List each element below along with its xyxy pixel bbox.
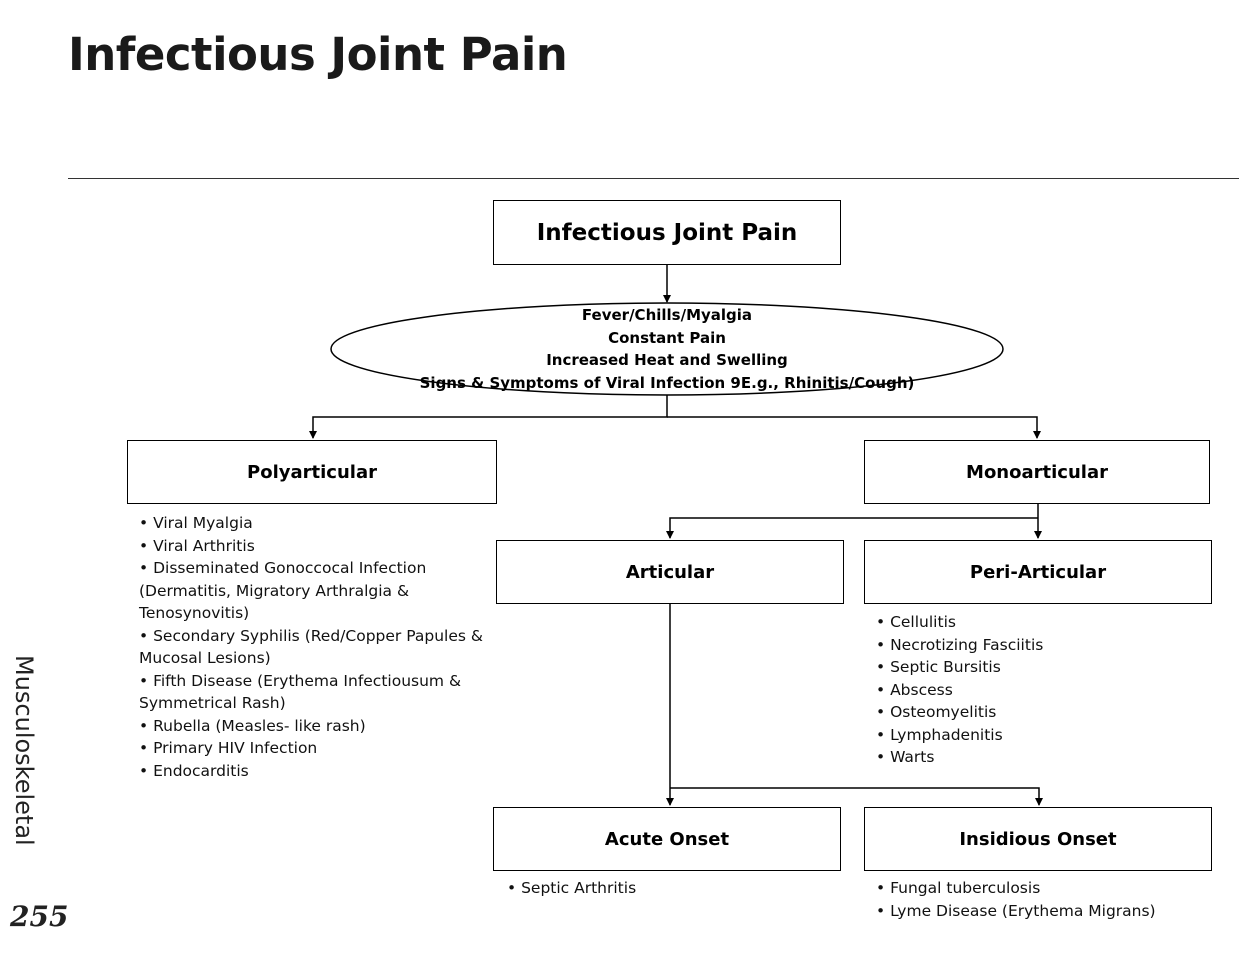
criteria-line: Increased Heat and Swelling xyxy=(546,351,788,369)
list-item: Primary HIV Infection xyxy=(139,737,491,760)
criteria-line: Constant Pain xyxy=(608,328,726,347)
criteria-line: Fever/Chills/Myalgia xyxy=(581,306,753,324)
articular-to-insidious-arrow xyxy=(670,787,1043,806)
articular-node: Articular xyxy=(496,540,844,604)
monoarticular-to-articular-arrow xyxy=(666,517,1038,539)
criteria-to-polyarticular-arrow xyxy=(309,395,668,439)
list-item: Fungal tuberculosis xyxy=(876,877,1216,900)
list-item: Necrotizing Fasciitis xyxy=(876,634,1216,657)
criteria-line: Signs & Symptoms of Viral Infection 9E.g… xyxy=(419,373,915,392)
monoarticular-node: Monoarticular xyxy=(864,440,1210,504)
list-item: Septic Arthritis xyxy=(507,877,837,900)
section-side-label: Musculoskeletal xyxy=(10,655,38,846)
polyarticular-list: Viral Myalgia Viral Arthritis Disseminat… xyxy=(139,512,491,782)
list-item: Secondary Syphilis (Red/Copper Papules & xyxy=(139,625,491,648)
title-divider xyxy=(68,178,1239,179)
list-item-continuation: (Dermatitis, Migratory Arthralgia & xyxy=(139,581,410,600)
criteria-to-monoarticular-arrow xyxy=(667,416,1041,439)
list-item: Viral Myalgia xyxy=(139,512,491,535)
page-number: 255 xyxy=(10,900,69,933)
insidious-onset-list: Fungal tuberculosis Lyme Disease (Erythe… xyxy=(876,877,1216,922)
polyarticular-node: Polyarticular xyxy=(127,440,497,504)
root-node: Infectious Joint Pain xyxy=(493,200,841,265)
list-item: Lyme Disease (Erythema Migrans) xyxy=(876,900,1216,923)
list-item: Rubella (Measles- like rash) xyxy=(139,715,491,738)
list-item-continuation: Tenosynovitis) xyxy=(139,604,250,622)
list-item: Warts xyxy=(876,746,1216,769)
acute-onset-list: Septic Arthritis xyxy=(507,877,837,900)
insidious-onset-node: Insidious Onset xyxy=(864,807,1212,871)
page-title: Infectious Joint Pain xyxy=(68,28,568,81)
criteria-list: Fever/Chills/Myalgia Constant Pain Incre… xyxy=(332,304,1002,394)
list-item-continuation: Mucosal Lesions) xyxy=(139,649,271,667)
list-item: Disseminated Gonoccocal Infection xyxy=(139,557,491,580)
list-item: Endocarditis xyxy=(139,760,491,783)
list-item: Cellulitis xyxy=(876,611,1216,634)
list-item: Septic Bursitis xyxy=(876,656,1216,679)
peri-articular-node: Peri-Articular xyxy=(864,540,1212,604)
acute-onset-node: Acute Onset xyxy=(493,807,841,871)
list-item: Abscess xyxy=(876,679,1216,702)
list-item: Lymphadenitis xyxy=(876,724,1216,747)
list-item: Osteomyelitis xyxy=(876,701,1216,724)
list-item-continuation: Symmetrical Rash) xyxy=(139,694,286,712)
list-item: Viral Arthritis xyxy=(139,535,491,558)
list-item: Fifth Disease (Erythema Infectiousum & xyxy=(139,670,491,693)
peri-articular-list: Cellulitis Necrotizing Fasciitis Septic … xyxy=(876,611,1216,769)
